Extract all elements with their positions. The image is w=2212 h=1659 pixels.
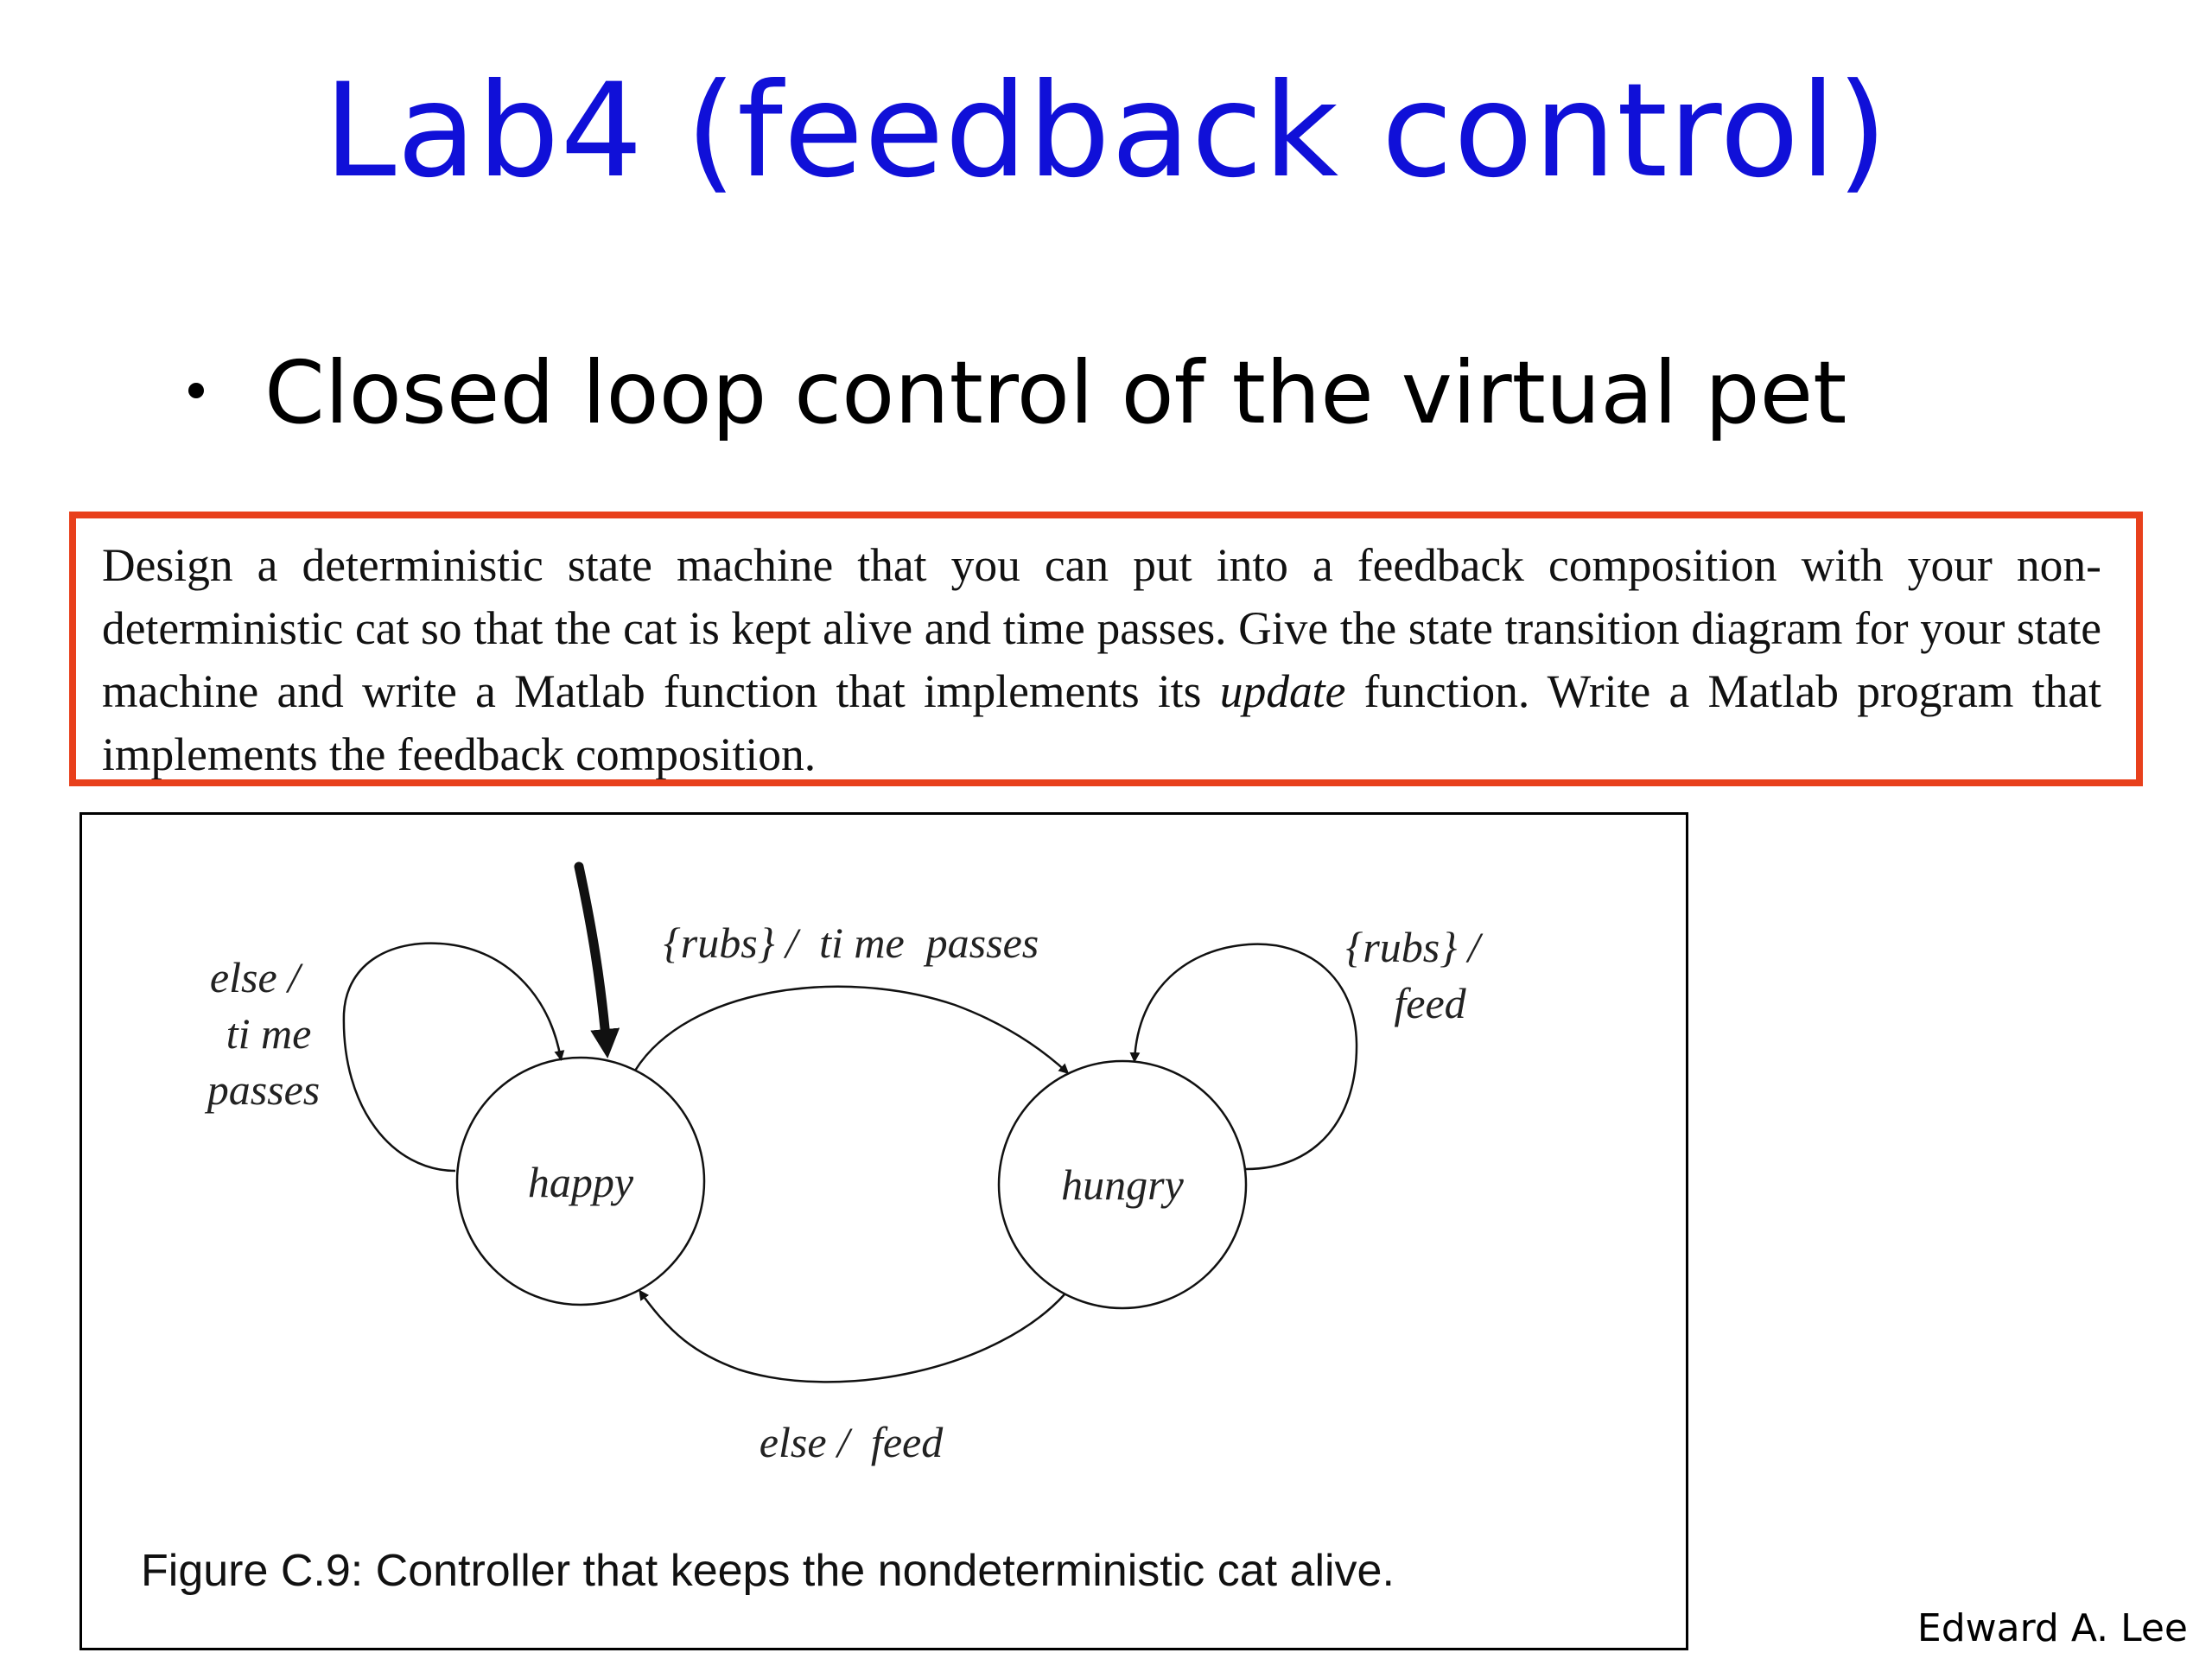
label-happy-to-hungry: {rubs} / ti me passes bbox=[664, 918, 1039, 967]
state-hungry-label: hungry bbox=[1061, 1160, 1184, 1209]
transition-happy-self-loop bbox=[342, 942, 565, 1173]
figure-frame: happy hungry else / ti me passes {rubs} … bbox=[79, 812, 1688, 1650]
state-happy bbox=[455, 1056, 706, 1306]
slide-title: Lab4 (feedback control) bbox=[323, 56, 1889, 207]
figure-caption: Figure C.9: Controller that keeps the no… bbox=[141, 1546, 1395, 1596]
state-diagram: happy hungry else / ti me passes {rubs} … bbox=[205, 861, 1484, 1466]
initial-state-arrow bbox=[574, 861, 620, 1058]
author-name: Edward A. Lee bbox=[1916, 1606, 2188, 1650]
bullet-dot-icon bbox=[188, 382, 204, 398]
transition-hungry-to-happy bbox=[639, 1289, 1065, 1383]
bullet-text: Closed loop control of the virtual pet bbox=[264, 342, 1847, 443]
label-hungry-self-line2: feed bbox=[1394, 979, 1466, 1027]
label-happy-self-line2: ti me bbox=[226, 1009, 312, 1058]
excerpt-text-part1: Design a deterministic state machine tha… bbox=[102, 539, 2101, 717]
assignment-excerpt: Design a deterministic state machine tha… bbox=[69, 512, 2143, 786]
bullet-item: Closed loop control of the virtual pet bbox=[188, 341, 1847, 445]
state-hungry bbox=[997, 1059, 1248, 1310]
excerpt-emphasis: update bbox=[1219, 665, 1346, 717]
transition-happy-to-hungry bbox=[633, 985, 1070, 1075]
state-happy-label: happy bbox=[528, 1158, 634, 1206]
label-happy-self-line1: else / bbox=[210, 953, 303, 1001]
label-hungry-self-line1: {rubs} / bbox=[1345, 923, 1483, 971]
label-happy-self-line3: passes bbox=[205, 1065, 321, 1114]
excerpt-text-part2: function. Write a Matlab program that im… bbox=[102, 665, 2101, 780]
label-hungry-to-happy: else / feed bbox=[760, 1418, 944, 1466]
transition-hungry-self-loop bbox=[1129, 943, 1358, 1171]
